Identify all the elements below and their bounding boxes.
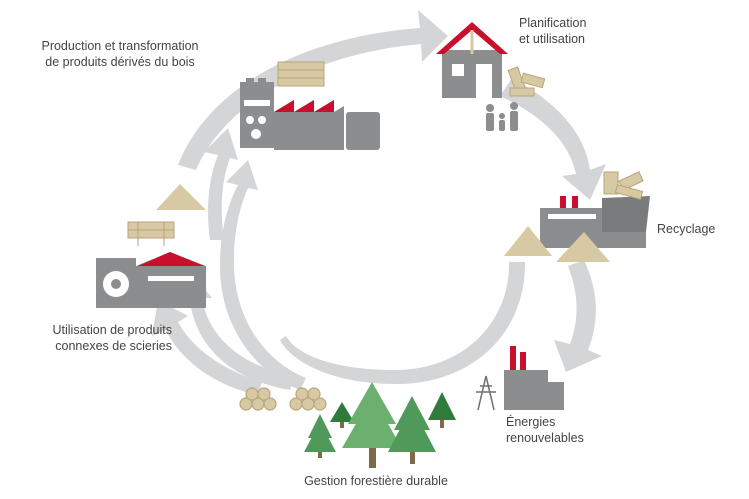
arrow-to-energy: [554, 260, 602, 372]
arrow-sawmill-to-production: [204, 128, 238, 240]
label-planning-line2: et utilisation: [519, 32, 586, 46]
cycle-arrows: [152, 10, 606, 395]
arrow-left-outer: [152, 300, 262, 395]
sawdust-pile-icon: [156, 184, 206, 210]
label-energy-line1: Énergies: [506, 415, 556, 429]
label-forest: Gestion forestière durable: [276, 473, 476, 489]
factory-icon: [240, 78, 380, 150]
label-sawmill: Utilisation de produits connexes de scie…: [12, 322, 172, 354]
broken-wood-icon: [603, 171, 644, 200]
sawmill-icon: [96, 252, 206, 308]
label-recycling-text: Recyclage: [657, 222, 716, 236]
recycling-plant-icon: [540, 196, 650, 248]
label-recycling: Recyclage: [657, 221, 715, 237]
label-sawmill-line2: connexes de scieries: [55, 339, 172, 353]
label-planning: Planification et utilisation: [519, 15, 586, 47]
power-plant-icon: [504, 346, 564, 410]
arrow-recycling-to-forest: [280, 262, 526, 385]
label-production-line1: Production et transformation: [41, 39, 199, 53]
label-energy: Énergies renouvelables: [506, 414, 584, 446]
label-planning-line1: Planification: [519, 16, 587, 30]
broken-wood-icon: [507, 66, 546, 97]
lumber-stack-icon: [277, 61, 325, 87]
wood-chips-icon: [504, 226, 610, 262]
house-icon: [436, 22, 508, 98]
pylon-icon: [476, 375, 496, 411]
log-pile-icon: [239, 387, 327, 411]
label-energy-line2: renouvelables: [506, 431, 584, 445]
label-production-line2: de produits dérivés du bois: [45, 55, 195, 69]
label-sawmill-line1: Utilisation de produits: [52, 323, 172, 337]
family-icon: [486, 102, 518, 131]
arrow-to-planning: [178, 10, 448, 170]
arrow-forest-to-production: [219, 160, 306, 390]
label-forest-text: Gestion forestière durable: [304, 474, 448, 488]
forest-icon: [304, 382, 456, 468]
label-production: Production et transformation de produits…: [22, 38, 218, 70]
arrow-to-recycling: [500, 78, 606, 200]
lumber-stack-icon: [127, 221, 175, 246]
